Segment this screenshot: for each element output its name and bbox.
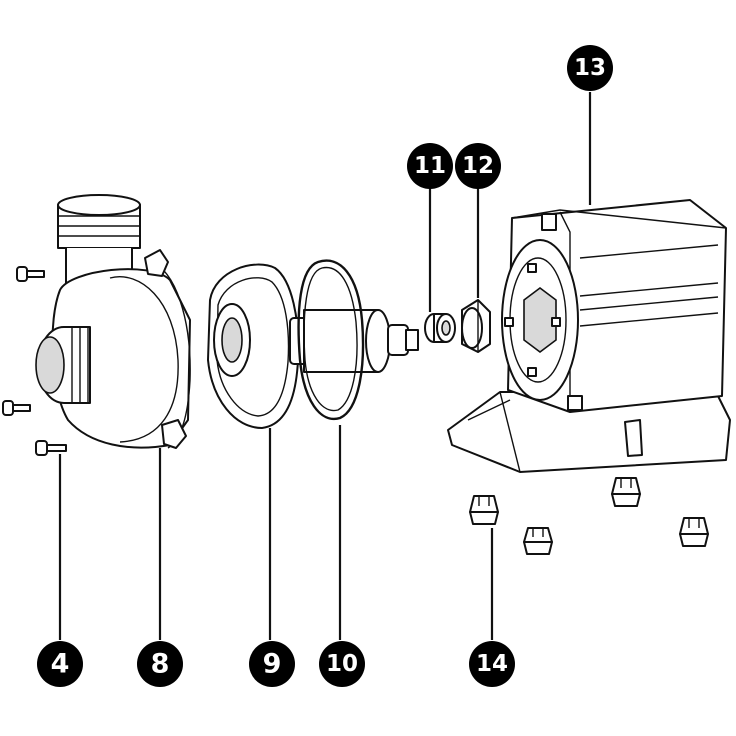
rotor-shaft (303, 309, 419, 373)
rubber-foot-1 (469, 495, 499, 525)
callout-12: 12 (455, 143, 501, 189)
screw-lower (35, 440, 67, 456)
callout-9: 9 (249, 641, 295, 687)
rubber-foot-2 (523, 527, 553, 555)
callout-14: 14 (469, 641, 515, 687)
rubber-foot-3 (611, 477, 641, 507)
callout-4-label: 4 (51, 649, 70, 680)
screw-middle (2, 400, 31, 416)
motor-body (447, 199, 731, 473)
callout-12-label: 12 (462, 153, 494, 179)
volute-housing (35, 194, 191, 449)
callout-13: 13 (567, 45, 613, 91)
callout-13-label: 13 (574, 55, 606, 81)
impeller (207, 263, 311, 429)
callout-8-label: 8 (151, 649, 170, 680)
bearing-holder (461, 299, 491, 353)
shaft-bushing (424, 313, 456, 343)
callout-4: 4 (37, 641, 83, 687)
callout-14-label: 14 (476, 651, 508, 677)
callout-11: 11 (407, 143, 453, 189)
callout-8: 8 (137, 641, 183, 687)
screw-top (16, 266, 45, 282)
rubber-foot-4 (679, 517, 709, 547)
callout-11-label: 11 (414, 153, 446, 179)
o-ring-gasket (297, 259, 365, 421)
callout-10: 10 (319, 641, 365, 687)
callout-9-label: 9 (263, 649, 282, 680)
callout-10-label: 10 (326, 651, 358, 677)
